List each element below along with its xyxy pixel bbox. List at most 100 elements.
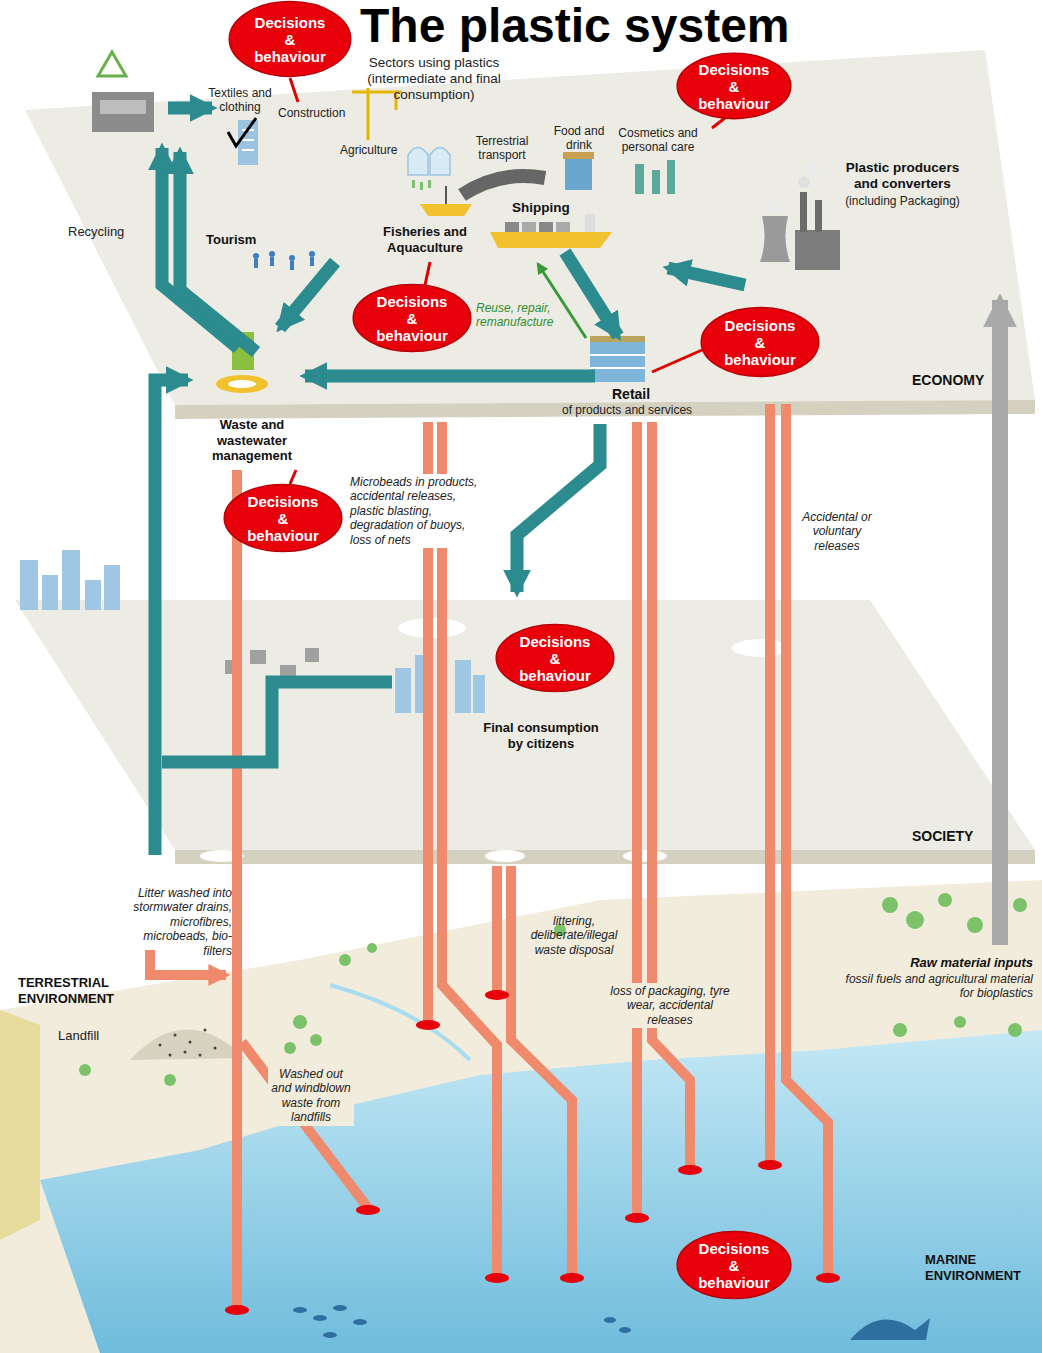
landfill-mound-part-part [214, 1047, 217, 1050]
plastic-leakage-flow-part [632, 422, 642, 1218]
plane-hole-part [485, 850, 525, 862]
city-buildings-part [395, 668, 411, 713]
plane-hole-part [623, 850, 667, 862]
city-buildings-part [473, 675, 485, 713]
field-plants [412, 180, 431, 190]
crane-icon-part [367, 88, 370, 140]
economy-plane-part [175, 400, 1035, 419]
material-flow [155, 108, 745, 855]
plane-hole-part [732, 639, 788, 657]
check-mark-part [228, 118, 256, 146]
material-flow-part [565, 252, 618, 336]
marine-life-part [333, 1305, 347, 1311]
city-buildings-part [42, 575, 58, 610]
fishing-boat-part [420, 204, 472, 216]
label-text: Reuse, repair, remanufacture [474, 300, 558, 331]
plastic-leakage-flow [150, 404, 828, 1310]
trees-part [1008, 1023, 1022, 1037]
label-text: Landfill [58, 1028, 99, 1044]
material-flow-part [162, 682, 392, 762]
leader-line [290, 78, 725, 484]
retail-shelf [590, 336, 645, 382]
city-buildings-part [20, 560, 38, 610]
greenhouse-icon-part [430, 148, 450, 176]
leakage-endpoint-part [356, 1205, 380, 1215]
retail-shelf-part [590, 342, 645, 382]
recycling-icon-part [92, 92, 154, 132]
ship-icon-part [585, 214, 595, 232]
label-text: (including Packaging) [825, 194, 980, 208]
material-flow-part [280, 262, 335, 328]
food-jar-icon-part [565, 158, 592, 190]
circle-shape [224, 484, 342, 551]
label-text: Fisheries and Aquaculture [375, 224, 475, 255]
leader-line-part [290, 78, 298, 102]
landfill-mound-part-part [189, 1041, 192, 1044]
label-text: ECONOMY [912, 372, 984, 389]
circle-shape [677, 53, 791, 118]
recycling-icon-part [98, 52, 126, 76]
marine-life-part [323, 1332, 337, 1338]
tourism-people-part [270, 257, 274, 266]
plastic-leakage-flow-part [242, 1042, 368, 1208]
ship-icon [490, 214, 612, 248]
terrestrial-ground [0, 880, 1042, 1353]
decision-circle: Decisions & behaviour [223, 483, 343, 553]
leakage-endpoint-part [816, 1273, 840, 1283]
label-text: Retail [612, 386, 650, 403]
trees-part [79, 1064, 91, 1076]
recycling-icon [92, 52, 154, 132]
ship-icon-part [522, 222, 536, 232]
leakage-endpoint-part [678, 1165, 702, 1175]
material-flow-part [305, 370, 595, 383]
trees-part [938, 893, 952, 907]
houses-part [305, 648, 319, 662]
label-text: Agriculture [340, 143, 397, 157]
material-flow-part [180, 152, 256, 352]
plastic-leakage-flow-part [492, 866, 502, 995]
trees-part [293, 1015, 307, 1029]
fishing-boat [420, 186, 472, 216]
label-text: loss of packaging, tyre wear, accidental… [604, 983, 736, 1028]
trees-part [339, 954, 351, 966]
economy-plane [25, 50, 1035, 419]
trees-part [1013, 898, 1027, 912]
greenhouse-icon-part [408, 148, 428, 176]
trees-part [164, 1074, 176, 1086]
marine-life-part [619, 1327, 631, 1333]
check-mark [228, 118, 256, 146]
label-text: Washed out and windblown waste from land… [268, 1066, 354, 1126]
society-plane [15, 600, 1035, 864]
trees-part [967, 917, 983, 933]
sea [40, 1030, 1042, 1353]
city-buildings-part [85, 580, 101, 610]
leakage-endpoint [225, 990, 840, 1315]
waste-icon-part [228, 380, 256, 388]
trees-part [310, 1034, 322, 1046]
circle-text: Decisions & behaviour [695, 1240, 773, 1291]
material-flow-part [155, 380, 188, 855]
tourism-people-part [289, 255, 295, 261]
diagram-title: The plastic system [360, 0, 790, 52]
houses-part [250, 650, 266, 664]
label-text: Accidental or voluntary releases [796, 510, 878, 553]
greenhouse-icon [408, 148, 450, 176]
tourism-people-part [310, 257, 314, 266]
landfill-mound-part-part [204, 1029, 207, 1032]
leader-line-part [652, 350, 702, 372]
label-text: Sectors using plastics (intermediate and… [356, 55, 512, 104]
label-text: Recycling [68, 224, 124, 240]
factory-icon-part [766, 199, 780, 213]
material-flow-part [668, 268, 745, 285]
circle-text: Decisions & behaviour [695, 61, 773, 112]
landfill-mound-part-part [199, 1054, 202, 1057]
leakage-endpoint-part [225, 1305, 249, 1315]
textiles-building-part [242, 149, 254, 151]
fishing-boat-part [445, 186, 447, 204]
ship-icon-part [539, 222, 553, 232]
waste-icon-part [216, 375, 268, 393]
trees-part [906, 911, 924, 929]
landfill-mound [130, 1029, 245, 1061]
label-text: Tourism [206, 232, 256, 248]
plastic-leakage-flow-part [765, 404, 775, 1165]
